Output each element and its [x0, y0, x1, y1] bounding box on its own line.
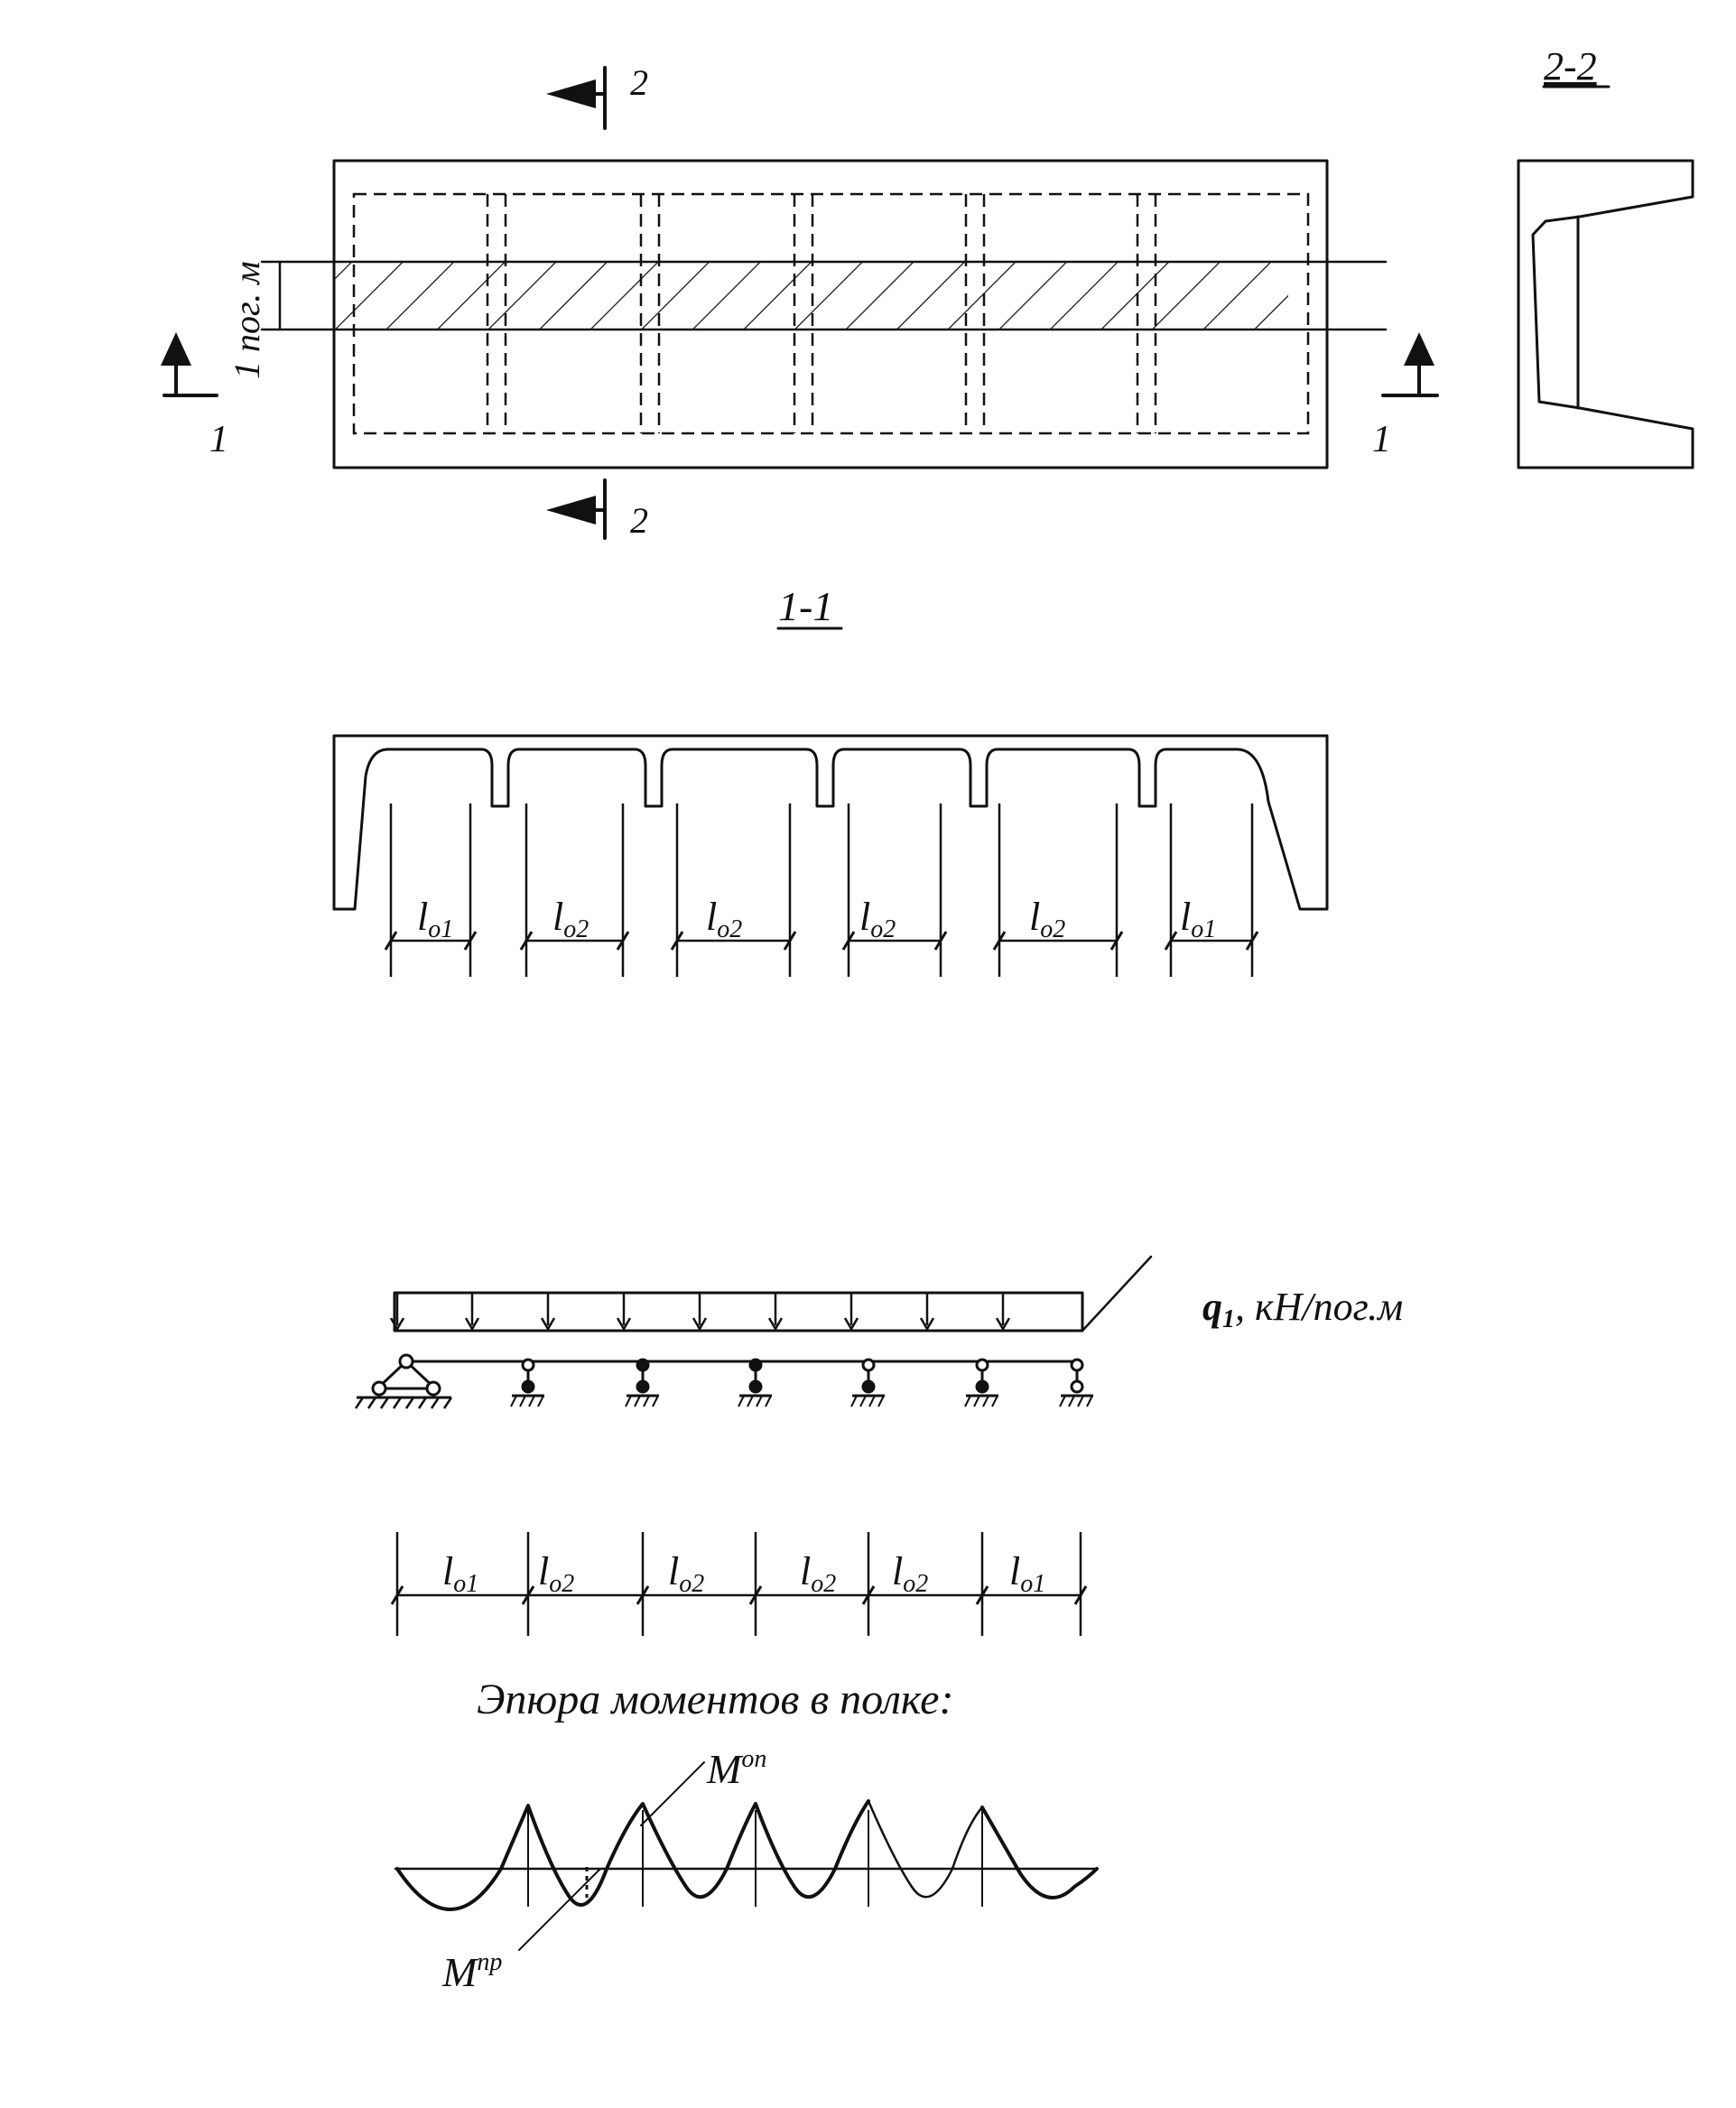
- plan-view: 1 пог. м 2 2 1 1: [161, 62, 1439, 541]
- section-1-1-profile: [332, 734, 1329, 911]
- load-arrows: [389, 1293, 1011, 1332]
- svg-text:lo1: lo1: [442, 1549, 478, 1598]
- load-label: q1, кН/пог.м: [1202, 1285, 1403, 1333]
- section-1-1-title: 1-1: [778, 583, 833, 629]
- svg-text:lo2: lo2: [859, 895, 896, 943]
- load-leader-line: [1081, 1255, 1153, 1333]
- pinned-support: [354, 1353, 453, 1409]
- section-1-1-ticks: [384, 931, 1259, 951]
- svg-text:lo2: lo2: [892, 1549, 928, 1598]
- svg-text:lo2: lo2: [538, 1549, 574, 1598]
- span-moment-label: Mпр: [441, 1948, 502, 1995]
- svg-text:2: 2: [630, 500, 648, 541]
- beam-span-labels: lo1 lo2 lo2 lo2 lo2 lo1: [442, 1549, 1045, 1598]
- section-mark-1-left: 1: [161, 332, 228, 460]
- distributed-load: [393, 1291, 1084, 1333]
- span-moment-leader: [518, 1868, 601, 1951]
- moment-diagram: Эпюра моментов в полке: Mоп Mпр: [394, 1676, 1099, 1995]
- section-2-2: 2-2: [1517, 44, 1694, 469]
- hatched-strip: [334, 262, 1288, 330]
- section-mark-2-top: 2: [546, 62, 648, 130]
- svg-text:2: 2: [630, 62, 648, 103]
- support-moment-leader: [640, 1761, 705, 1826]
- moment-curve: [395, 1799, 870, 1911]
- svg-text:lo2: lo2: [668, 1549, 704, 1598]
- svg-text:lo2: lo2: [1029, 895, 1065, 943]
- moment-support-verticals: [527, 1810, 983, 1907]
- svg-text:lo1: lo1: [1009, 1549, 1045, 1598]
- svg-text:lo2: lo2: [800, 1549, 836, 1598]
- section-1-1-span-labels: lo1 lo2 lo2 lo2 lo2 lo1: [417, 895, 1216, 943]
- section-2-2-title: 2-2: [1544, 44, 1597, 88]
- svg-text:lo1: lo1: [1180, 895, 1216, 943]
- svg-text:lo2: lo2: [552, 895, 589, 943]
- section-1-1-dimension-lines: [389, 803, 1254, 977]
- moment-diagram-title: Эпюра моментов в полке:: [477, 1676, 953, 1723]
- svg-text:1: 1: [209, 419, 228, 460]
- beam-scheme: q1, кН/пог.м: [354, 1255, 1403, 1636]
- svg-text:lo1: lo1: [417, 895, 453, 943]
- beam-dimension-ticks: [390, 1585, 1088, 1605]
- svg-text:lo2: lo2: [706, 895, 742, 943]
- beam-dimension-lines: [395, 1532, 1082, 1636]
- svg-text:1: 1: [1372, 419, 1391, 460]
- moment-curve-light: [867, 1799, 984, 1899]
- section-mark-2-bottom: 2: [546, 478, 648, 541]
- strip-label: 1 пог. м: [227, 261, 267, 379]
- support-moment-label: Mоп: [706, 1745, 766, 1792]
- section-1-1: 1-1 lo1 lo2 lo2 lo2 lo2: [332, 583, 1329, 977]
- moment-curve-end: [980, 1806, 1099, 1899]
- section-mark-1-right: 1: [1372, 332, 1439, 460]
- roller-supports: [510, 1358, 1093, 1407]
